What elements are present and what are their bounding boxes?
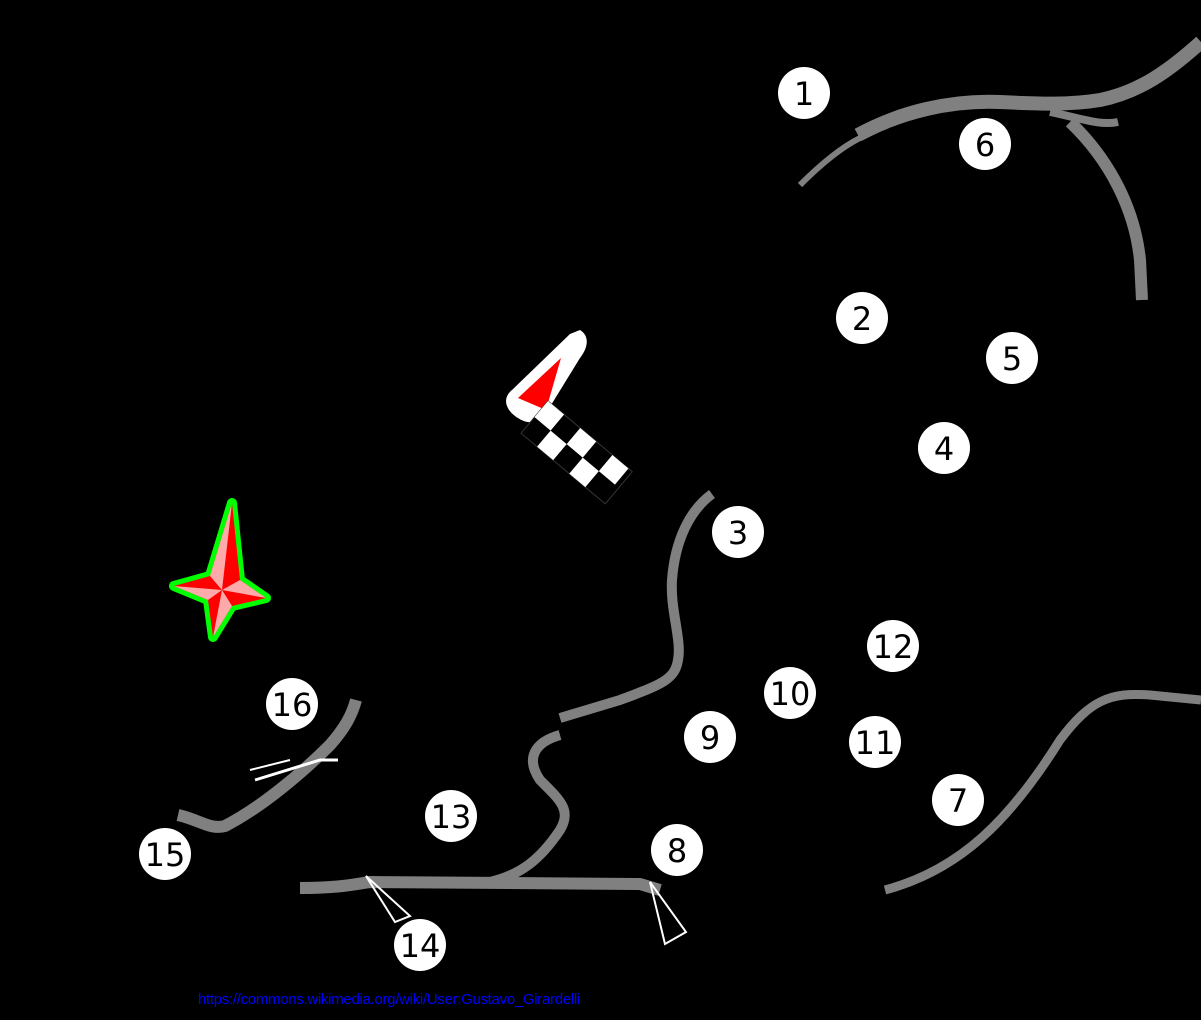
turn-marker-6: 6 — [959, 118, 1011, 170]
turn-marker-circle — [684, 711, 736, 763]
turn-number: 15 — [145, 836, 186, 874]
turn-marker-5: 5 — [986, 332, 1038, 384]
track-segment-turn9-13 — [488, 730, 570, 887]
track-segment-turn6-loop — [1065, 117, 1148, 301]
turn-number: 1 — [794, 75, 814, 113]
track-segment-turn7 — [883, 689, 1201, 895]
credit-link[interactable]: https://commons.wikimedia.org/wiki/User:… — [198, 991, 580, 1008]
turn-marker-circle — [959, 118, 1011, 170]
track-details — [249, 758, 688, 946]
turn-marker-circle — [932, 774, 984, 826]
turn-marker-circle — [867, 620, 919, 672]
track-segment-turn1-entry — [797, 135, 862, 188]
turn-number: 10 — [770, 675, 811, 713]
turn-marker-2: 2 — [836, 292, 888, 344]
track-segment-turn15-16 — [176, 698, 362, 833]
turn-number: 9 — [700, 719, 720, 757]
turn-marker-16: 16 — [266, 678, 318, 730]
direction-arrow-icon — [518, 358, 561, 410]
turn-number: 16 — [272, 686, 313, 724]
turn-number: 4 — [934, 430, 954, 468]
turn-marker-circle — [778, 67, 830, 119]
turn-marker-11: 11 — [849, 716, 901, 768]
turn-number: 13 — [431, 798, 472, 836]
track-segment-turn3 — [558, 489, 716, 723]
turn-marker-8: 8 — [651, 824, 703, 876]
compass-star-icon — [169, 498, 271, 642]
turn-marker-circle — [266, 678, 318, 730]
turn-marker-4: 4 — [918, 422, 970, 474]
turn-marker-circle — [651, 824, 703, 876]
turn-marker-10: 10 — [764, 667, 816, 719]
turn-number: 12 — [873, 628, 914, 666]
turn-marker-circle — [139, 828, 191, 880]
turn-marker-circle — [425, 790, 477, 842]
corner-marker-turn8 — [649, 881, 688, 946]
turn-marker-7: 7 — [932, 774, 984, 826]
turn-marker-circle — [918, 422, 970, 474]
track-segment-slip — [1049, 108, 1119, 128]
track-segment-turn1-6 — [854, 36, 1201, 142]
turn-number: 6 — [975, 126, 995, 164]
turn-number: 3 — [728, 514, 748, 552]
turn-marker-3: 3 — [712, 506, 764, 558]
turn-marker-circle — [986, 332, 1038, 384]
turn-marker-circle — [712, 506, 764, 558]
turn-number: 11 — [855, 724, 896, 762]
turn-marker-circle — [764, 667, 816, 719]
turn-number: 8 — [667, 832, 687, 870]
turn-marker-1: 1 — [778, 67, 830, 119]
start-finish-marker — [506, 330, 633, 505]
turn-number: 7 — [948, 782, 968, 820]
track — [176, 36, 1201, 896]
turn-number: 14 — [400, 927, 441, 965]
turn-marker-13: 13 — [425, 790, 477, 842]
white-mark — [254, 758, 338, 782]
checkered-flag-icon — [520, 400, 633, 505]
turn-marker-12: 12 — [867, 620, 919, 672]
turn-marker-circle — [394, 919, 446, 971]
turn-number: 5 — [1002, 340, 1022, 378]
turn-marker-circle — [836, 292, 888, 344]
turn-number: 2 — [852, 300, 872, 338]
turn-marker-9: 9 — [684, 711, 736, 763]
track-segment-straight — [299, 876, 662, 896]
turn-marker-14: 14 — [394, 919, 446, 971]
turn-marker-circle — [849, 716, 901, 768]
corner-marker-turn14 — [365, 875, 412, 924]
turn-marker-15: 15 — [139, 828, 191, 880]
white-mark — [249, 759, 291, 771]
